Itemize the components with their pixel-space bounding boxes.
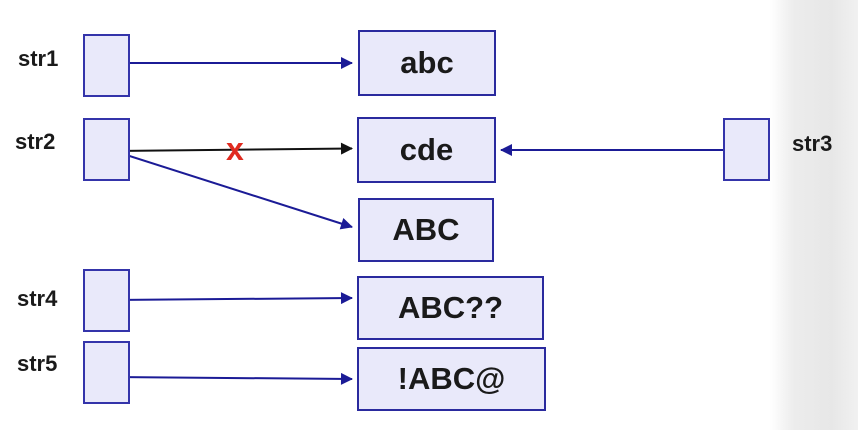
string-box-ABC: ABC: [358, 198, 494, 262]
pointer-box-str5: [83, 341, 130, 404]
pointer-label-str4: str4: [17, 286, 58, 311]
crossed-out-x-mark: x: [226, 131, 244, 167]
arrow-str4-to-ABCqq: [112, 292, 353, 305]
pointer-box-str1: [83, 34, 130, 97]
pointer-label-str3: str3: [792, 131, 833, 156]
pointer-label-str1: str1: [18, 46, 59, 71]
page-edge-shading: [770, 0, 858, 430]
pointer-box-str2: [83, 118, 130, 181]
pointer-label-str2: str2: [15, 129, 56, 154]
pointer-label-str5: str5: [17, 351, 58, 376]
string-box-ABC-question: ABC??: [357, 276, 544, 340]
string-box-bang-ABC-at: !ABC@: [357, 347, 546, 411]
string-box-abc: abc: [358, 30, 496, 96]
string-box-cde: cde: [357, 117, 496, 183]
arrow-str5-to-bABCa: [112, 372, 353, 385]
pointer-box-str3: [723, 118, 770, 181]
pointer-box-str4: [83, 269, 130, 332]
